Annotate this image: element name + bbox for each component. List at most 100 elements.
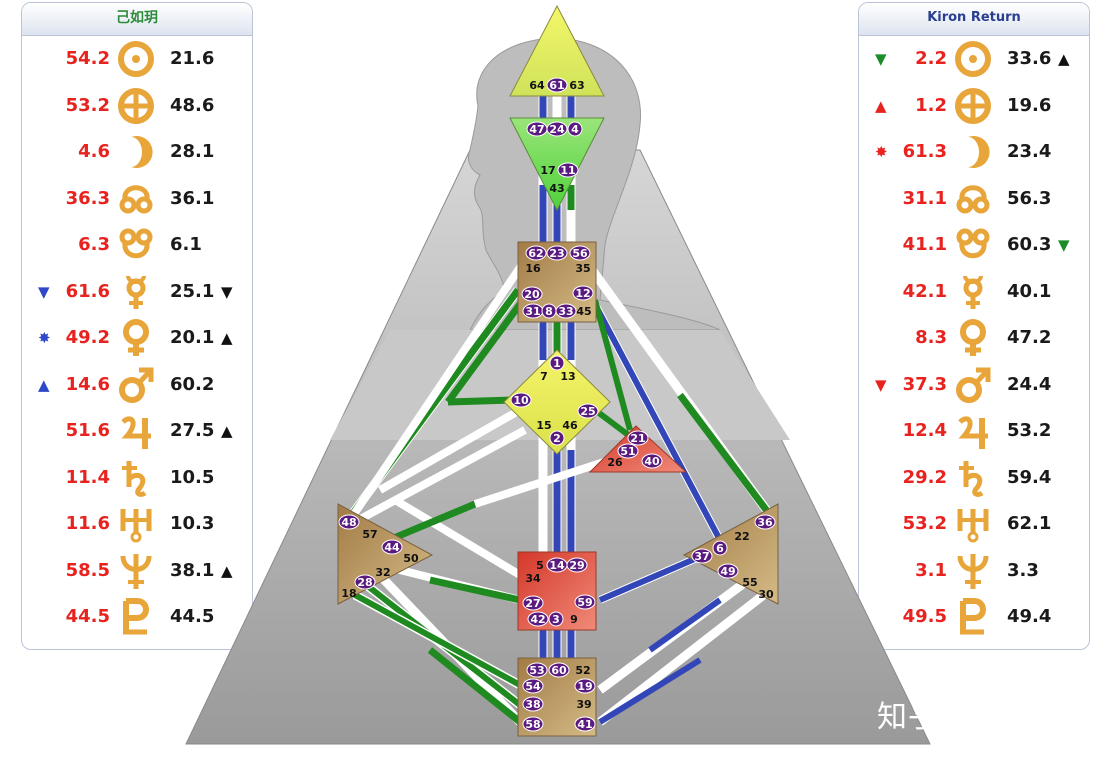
gate-3: 3 bbox=[548, 611, 564, 627]
gate-number: 16 bbox=[525, 262, 541, 275]
gate-25: 25 bbox=[577, 403, 599, 419]
gate-32: 32 bbox=[375, 566, 390, 579]
gate-number: 33 bbox=[558, 305, 573, 318]
center-head bbox=[509, 4, 605, 97]
gate-31: 31 bbox=[522, 303, 544, 319]
gate-number: 41 bbox=[577, 718, 592, 731]
gate-number: 28 bbox=[357, 576, 372, 589]
gate-28: 28 bbox=[354, 574, 376, 590]
design-value: 36.3 bbox=[65, 187, 110, 209]
design-value: 1.2 bbox=[915, 94, 947, 116]
gate-29: 29 bbox=[566, 557, 588, 573]
gate-number: 20 bbox=[524, 288, 540, 301]
gate-45: 45 bbox=[576, 305, 591, 318]
gate-number: 57 bbox=[362, 528, 377, 541]
gate-number: 29 bbox=[569, 559, 584, 572]
gate-13: 13 bbox=[560, 370, 575, 383]
gate-number: 8 bbox=[545, 305, 553, 318]
activation-marker-right: ▲ bbox=[221, 561, 233, 580]
activation-marker-right: ▲ bbox=[221, 422, 233, 440]
gate-number: 42 bbox=[530, 613, 545, 626]
planet-row: 53.2 62.1 bbox=[859, 501, 1089, 547]
gate-number: 14 bbox=[549, 559, 565, 572]
panel-title: 己如玥 bbox=[22, 3, 252, 36]
gate-number: 22 bbox=[734, 530, 749, 543]
personality-value: 10.3 bbox=[170, 513, 215, 534]
design-value: 49.2 bbox=[65, 327, 110, 348]
personality-value: 40.1 bbox=[1007, 280, 1052, 302]
gate-number: 48 bbox=[341, 516, 356, 529]
gate-53: 53 bbox=[526, 662, 548, 678]
gate-number: 34 bbox=[525, 572, 541, 585]
gate-59: 59 bbox=[574, 594, 596, 610]
design-value: 51.6 bbox=[65, 420, 110, 441]
design-value: 12.4 bbox=[902, 420, 947, 441]
gate-38: 38 bbox=[522, 696, 544, 712]
gate-number: 46 bbox=[562, 419, 578, 432]
gate-55: 55 bbox=[742, 576, 757, 589]
gate-10: 10 bbox=[510, 392, 532, 408]
center-ajna bbox=[509, 117, 605, 212]
design-value: 54.2 bbox=[65, 48, 110, 69]
gate-61: 61 bbox=[546, 77, 568, 93]
center-g bbox=[503, 349, 611, 455]
panel-title: Kiron Return bbox=[859, 3, 1089, 36]
personality-value: 36.1 bbox=[170, 187, 215, 209]
gate-number: 32 bbox=[375, 566, 390, 579]
gate-number: 3 bbox=[552, 613, 560, 626]
gate-47: 47 bbox=[526, 121, 548, 137]
gate-number: 18 bbox=[341, 587, 356, 600]
design-value: 53.2 bbox=[902, 513, 947, 534]
gate-number: 36 bbox=[757, 516, 773, 529]
center-solar-plexus bbox=[682, 503, 779, 605]
gate-number: 10 bbox=[513, 394, 529, 407]
gate-18: 18 bbox=[341, 587, 356, 600]
gate-number: 55 bbox=[742, 576, 757, 589]
gate-number: 13 bbox=[560, 370, 575, 383]
gate-1: 1 bbox=[549, 355, 565, 371]
gate-number: 6 bbox=[716, 542, 724, 555]
activation-marker-left: ✸ bbox=[875, 143, 888, 161]
gate-number: 15 bbox=[536, 419, 551, 432]
gate-number: 45 bbox=[576, 305, 591, 318]
personality-value: 3.3 bbox=[1007, 559, 1039, 581]
gate-37: 37 bbox=[691, 548, 713, 564]
design-value: 37.3 bbox=[902, 373, 947, 395]
gate-60: 60 bbox=[548, 662, 570, 678]
design-value: 61.3 bbox=[902, 141, 947, 162]
personality-value: 24.4 bbox=[1007, 373, 1052, 395]
personality-value: 20.1 bbox=[170, 327, 215, 348]
gate-number: 5 bbox=[536, 559, 544, 572]
personality-value: 59.4 bbox=[1007, 466, 1052, 488]
gate-17: 17 bbox=[540, 164, 555, 177]
gate-30: 30 bbox=[758, 588, 774, 601]
gate-number: 12 bbox=[575, 287, 590, 300]
gate-number: 21 bbox=[630, 432, 645, 445]
gate-number: 58 bbox=[525, 718, 540, 731]
gate-11: 11 bbox=[557, 162, 579, 178]
gate-14: 14 bbox=[546, 557, 568, 573]
personality-value: 62.1 bbox=[1007, 513, 1052, 534]
gate-4: 4 bbox=[567, 121, 583, 137]
gate-number: 62 bbox=[528, 247, 543, 260]
design-value: 2.2 bbox=[915, 48, 947, 69]
gate-63: 63 bbox=[569, 79, 584, 92]
gate-33: 33 bbox=[555, 303, 577, 319]
personality-value: 10.5 bbox=[170, 466, 215, 488]
gate-number: 2 bbox=[553, 432, 561, 445]
gate-number: 44 bbox=[384, 541, 400, 554]
personality-value: 23.4 bbox=[1007, 141, 1052, 162]
design-value: 42.1 bbox=[902, 280, 947, 302]
gate-number: 49 bbox=[720, 565, 735, 578]
gate-number: 24 bbox=[549, 123, 565, 136]
